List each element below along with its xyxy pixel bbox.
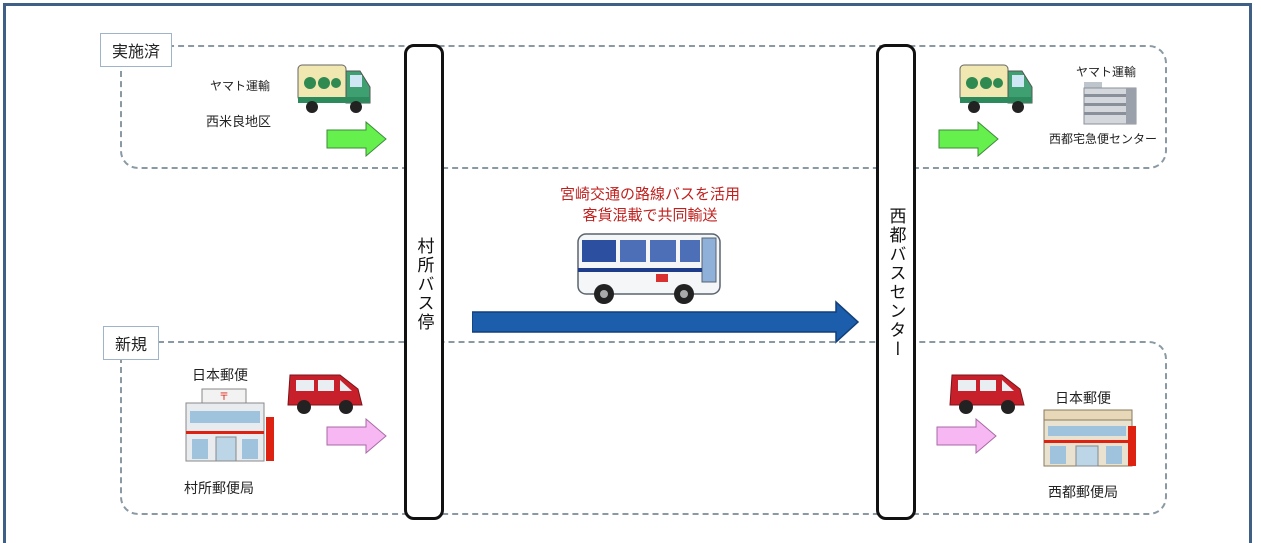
bus-icon	[577, 233, 721, 304]
green-arrow-left	[326, 121, 387, 157]
svg-text:〒: 〒	[219, 392, 229, 403]
implemented-label: 実施済	[100, 33, 173, 67]
green-arrow-right	[938, 121, 999, 157]
bus-caption-line1: 宮崎交通の路線バスを活用	[559, 185, 740, 203]
yamato-truck-icon-left	[297, 64, 371, 113]
new-label: 新規	[103, 326, 160, 360]
bus-stop-murasho-label: 村所バス停	[413, 237, 434, 332]
yamato-truck-icon-right	[959, 64, 1033, 113]
post-van-icon-right	[949, 374, 1025, 414]
murasho-post-office-label: 村所郵便局	[184, 481, 254, 497]
post-van-icon-left	[287, 374, 363, 414]
saito-post-office-label: 西都郵便局	[1048, 485, 1118, 501]
bus-center-saito-label: 西都バスセンター	[885, 207, 906, 359]
japan-post-left-label: 日本郵便	[192, 368, 248, 384]
office-building-icon	[1083, 82, 1137, 125]
yamato-right-label: ヤマト運輸	[1076, 65, 1137, 79]
main-transport-arrow	[472, 300, 860, 344]
post-office-icon-left: 〒	[185, 388, 274, 462]
implemented-zone	[120, 45, 1167, 169]
diagram-frame	[3, 3, 1252, 543]
saito-delivery-center-label: 西都宅急便センター	[1049, 132, 1158, 146]
bus-stop-murasho: 村所バス停	[404, 44, 444, 520]
japan-post-right-label: 日本郵便	[1055, 391, 1111, 407]
post-office-icon-right	[1043, 409, 1136, 467]
nishimera-area-label: 西米良地区	[206, 115, 272, 130]
new-zone	[120, 341, 1167, 515]
pink-arrow-right	[936, 418, 997, 454]
pink-arrow-left	[326, 418, 387, 454]
yamato-left-label: ヤマト運輸	[210, 79, 271, 93]
bus-caption-line2: 客貨混載で共同輸送	[582, 206, 718, 224]
bus-center-saito: 西都バスセンター	[876, 44, 916, 520]
